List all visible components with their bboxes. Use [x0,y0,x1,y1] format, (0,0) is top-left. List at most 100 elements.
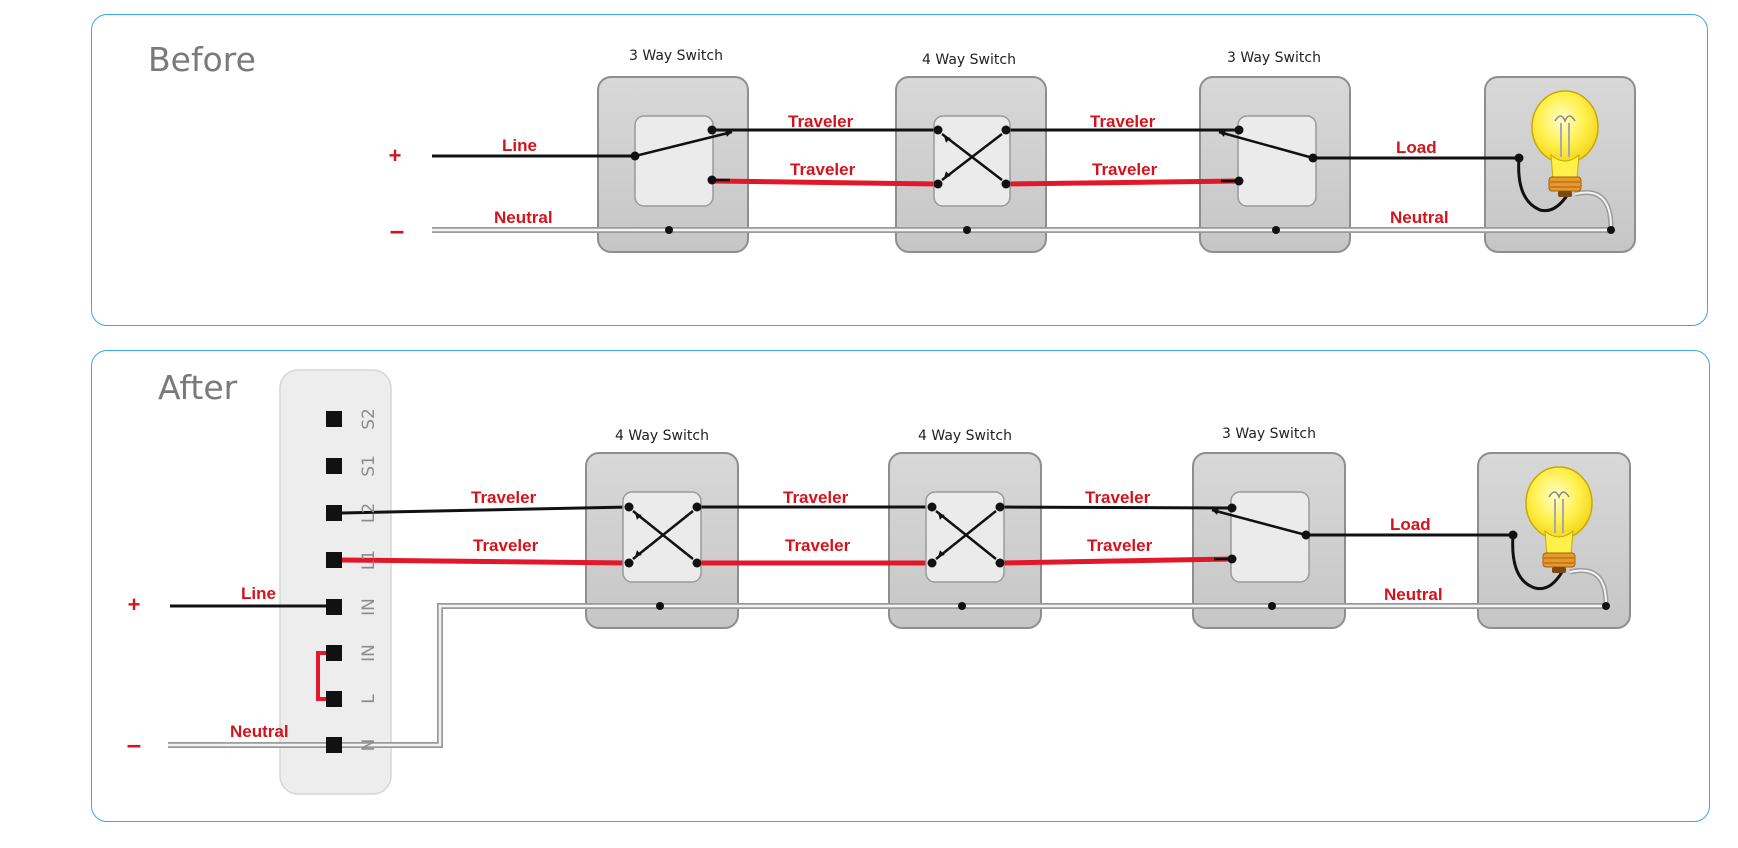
after-traveler-label-6: Traveler [1087,536,1153,555]
terminal-dot [1607,226,1615,234]
terminal-dot [1508,530,1518,540]
arrow-head [635,550,642,557]
bulb-tip [1558,191,1572,197]
terminal-dot [1514,153,1524,163]
terminal-dot [1001,125,1011,135]
arrow-head [938,513,945,520]
after-neutral-label-1: Neutral [230,722,289,741]
bulb-filament [1554,115,1576,124]
after-switch-title-2: 4 Way Switch [918,428,1012,444]
after-traveler-label-4: Traveler [785,536,851,555]
module-terminal-label-4: L1 [359,550,379,570]
terminal-dot [958,602,966,610]
after-line-label: Line [241,584,276,603]
after-title: After [158,368,238,407]
module-terminal-l2 [326,505,342,521]
module-terminal-in [326,599,342,615]
terminal-dot [692,502,702,512]
before-traveler-label-4: Traveler [1092,160,1158,179]
module-terminal-s1 [326,458,342,474]
after-load-label: Load [1390,515,1431,534]
arrow-head [944,136,951,143]
after-traveler-bottom-3 [999,556,1233,566]
bulb-filament [1548,491,1570,500]
terminal-dot [927,558,937,568]
terminal-dot [1272,226,1280,234]
terminal-dot [1308,153,1318,163]
terminal-dot [1227,503,1237,513]
before-line-label: Line [502,136,537,155]
before-traveler-label-1: Traveler [788,112,854,131]
module-terminal-label-3: L2 [359,503,379,523]
bulb-base [1542,552,1576,568]
before-load-to-bulb [1517,157,1570,213]
before-traveler-bottom-2 [1005,178,1240,187]
after-3way-switch-inner [1230,491,1310,583]
module-terminal-label-6: IN [359,644,379,662]
module-terminal-s2 [326,411,342,427]
arrow-head [1219,130,1226,137]
module-terminal-label-8: N [359,739,379,752]
terminal-dot [995,502,1005,512]
smart-module-icon [279,369,392,795]
module-terminal-l [326,691,342,707]
before-switch-title-1: 3 Way Switch [629,48,723,64]
terminal-dot [656,602,664,610]
after-traveler-label-1: Traveler [471,488,537,507]
before-neutral-label-2: Neutral [1390,208,1449,227]
before-light-bulb-icon [1531,90,1599,197]
before-switch-title-3: 3 Way Switch [1227,50,1321,66]
arrow-head [938,550,945,557]
arrow-head [944,171,951,178]
after-neutral-label-2: Neutral [1384,585,1443,604]
terminal-dot [665,226,673,234]
after-traveler-bottom-1 [341,557,630,566]
bulb-base [1548,176,1582,192]
bulb-glass [1525,466,1593,540]
after-traveler-label-2: Traveler [473,536,539,555]
before-minus-sign: – [390,215,404,245]
terminal-dot [933,179,943,189]
bulb-neck [1550,153,1580,180]
after-switch-title-3: 3 Way Switch [1222,426,1316,442]
before-traveler-label-3: Traveler [1090,112,1156,131]
arrow-head [725,130,732,137]
bulb-tip [1552,567,1566,573]
after-minus-sign: – [127,729,141,759]
terminal-dot [692,558,702,568]
before-load-label: Load [1396,138,1437,157]
before-3way-switch-1-inner [634,115,714,207]
bulb-filament-stem [1554,499,1564,533]
terminal-dot [1234,125,1244,135]
bulb-filament-stem [1560,123,1570,157]
terminal-dot [1602,602,1610,610]
terminal-dot [963,226,971,234]
terminal-dot [624,558,634,568]
bulb-glass [1531,90,1599,164]
module-terminal-l1 [326,552,342,568]
terminal-dot [933,125,943,135]
terminal-dot [707,175,717,185]
before-4way-switch-inner [933,115,1011,207]
after-load-to-bulb [1511,534,1564,591]
after-traveler-label-3: Traveler [783,488,849,507]
after-light-bulb-icon [1525,466,1593,573]
arrow-head [635,513,642,520]
before-plus-sign: + [389,143,402,168]
before-title: Before [148,40,256,79]
terminal-dot [630,151,640,161]
after-plus-sign: + [128,592,141,617]
after-traveler-top-3 [999,505,1233,510]
module-terminal-label-7: L [359,694,379,704]
before-switch-title-2: 4 Way Switch [922,52,1016,68]
bulb-neck [1544,529,1574,556]
module-terminal-label-5: IN [359,598,379,616]
after-traveler-top-1 [341,505,630,515]
terminal-dot [624,502,634,512]
terminal-dot [1268,602,1276,610]
module-terminal-n [326,737,342,753]
terminal-dot [1301,530,1311,540]
terminal-dot [707,125,717,135]
terminal-dot [1234,176,1244,186]
